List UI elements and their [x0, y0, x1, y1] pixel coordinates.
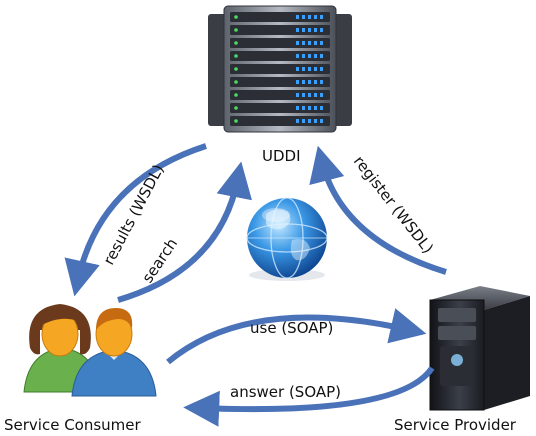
rack-indicator	[296, 28, 299, 32]
answer-label: answer (SOAP)	[230, 383, 341, 401]
use-arrow	[166, 308, 427, 365]
rack-indicator	[314, 93, 317, 97]
rack-indicator	[320, 67, 323, 71]
rack-indicator	[320, 41, 323, 45]
register-arrow	[309, 145, 447, 275]
rack-indicator	[296, 93, 299, 97]
rack-indicator	[296, 15, 299, 19]
rack-indicator	[308, 54, 311, 58]
rack-unit	[230, 103, 330, 113]
rack-indicator	[302, 67, 305, 71]
consumer-label: Service Consumer	[4, 416, 142, 434]
rack-unit	[230, 38, 330, 48]
rack-indicator	[302, 119, 305, 123]
rack-indicator	[308, 28, 311, 32]
rack-indicator	[320, 80, 323, 84]
computer-tower-icon	[429, 286, 530, 411]
rack-indicator	[314, 28, 317, 32]
results-arrow	[64, 143, 207, 297]
rack-indicator	[302, 54, 305, 58]
rack-led	[234, 93, 238, 97]
globe-icon	[246, 197, 328, 281]
rack-indicator	[302, 28, 305, 32]
rack-indicator	[314, 54, 317, 58]
rack-indicator	[296, 67, 299, 71]
use-label: use (SOAP)	[250, 319, 333, 337]
rack-indicator	[308, 15, 311, 19]
rack-indicator	[314, 106, 317, 110]
rack-unit	[230, 90, 330, 100]
rack-indicator	[314, 67, 317, 71]
rack-indicator	[308, 41, 311, 45]
uddi-label: UDDI	[262, 147, 301, 165]
rack-led	[234, 41, 238, 45]
rack-led	[234, 54, 238, 58]
rack-indicator	[320, 15, 323, 19]
rack-indicator	[308, 67, 311, 71]
rack-indicator	[314, 15, 317, 19]
answer-arrow	[183, 366, 435, 427]
rack-indicator	[314, 119, 317, 123]
rack-unit	[230, 64, 330, 74]
rack-indicator	[314, 80, 317, 84]
rack-indicator	[320, 119, 323, 123]
rack-indicator	[308, 80, 311, 84]
rack-led	[234, 106, 238, 110]
rack-indicator	[314, 41, 317, 45]
rack-indicator	[320, 106, 323, 110]
rack-indicator	[302, 80, 305, 84]
search-arrow	[117, 161, 252, 303]
rack-unit	[230, 77, 330, 87]
rack-indicator	[302, 41, 305, 45]
rack-indicator	[296, 80, 299, 84]
rack-led	[234, 67, 238, 71]
search-label: search	[138, 235, 181, 286]
server-rack-icon	[208, 5, 352, 133]
rack-indicator	[320, 54, 323, 58]
rack-indicator	[296, 119, 299, 123]
rack-led	[234, 28, 238, 32]
rack-indicator	[320, 28, 323, 32]
rack-indicator	[308, 119, 311, 123]
rack-indicator	[296, 106, 299, 110]
provider-label: Service Provider	[394, 416, 517, 434]
rack-indicator	[320, 93, 323, 97]
rack-indicator	[302, 93, 305, 97]
rack-indicator	[302, 15, 305, 19]
users-icon	[23, 304, 157, 397]
rack-indicator	[302, 106, 305, 110]
rack-indicator	[308, 106, 311, 110]
rack-unit	[230, 12, 330, 22]
rack-led	[234, 80, 238, 84]
rack-led	[234, 15, 238, 19]
rack-unit	[230, 116, 330, 126]
register-label: register (WSDL)	[350, 152, 437, 257]
rack-indicator	[296, 41, 299, 45]
rack-unit	[230, 25, 330, 35]
rack-led	[234, 119, 238, 123]
rack-indicator	[296, 54, 299, 58]
rack-indicator	[308, 93, 311, 97]
rack-unit	[230, 51, 330, 61]
